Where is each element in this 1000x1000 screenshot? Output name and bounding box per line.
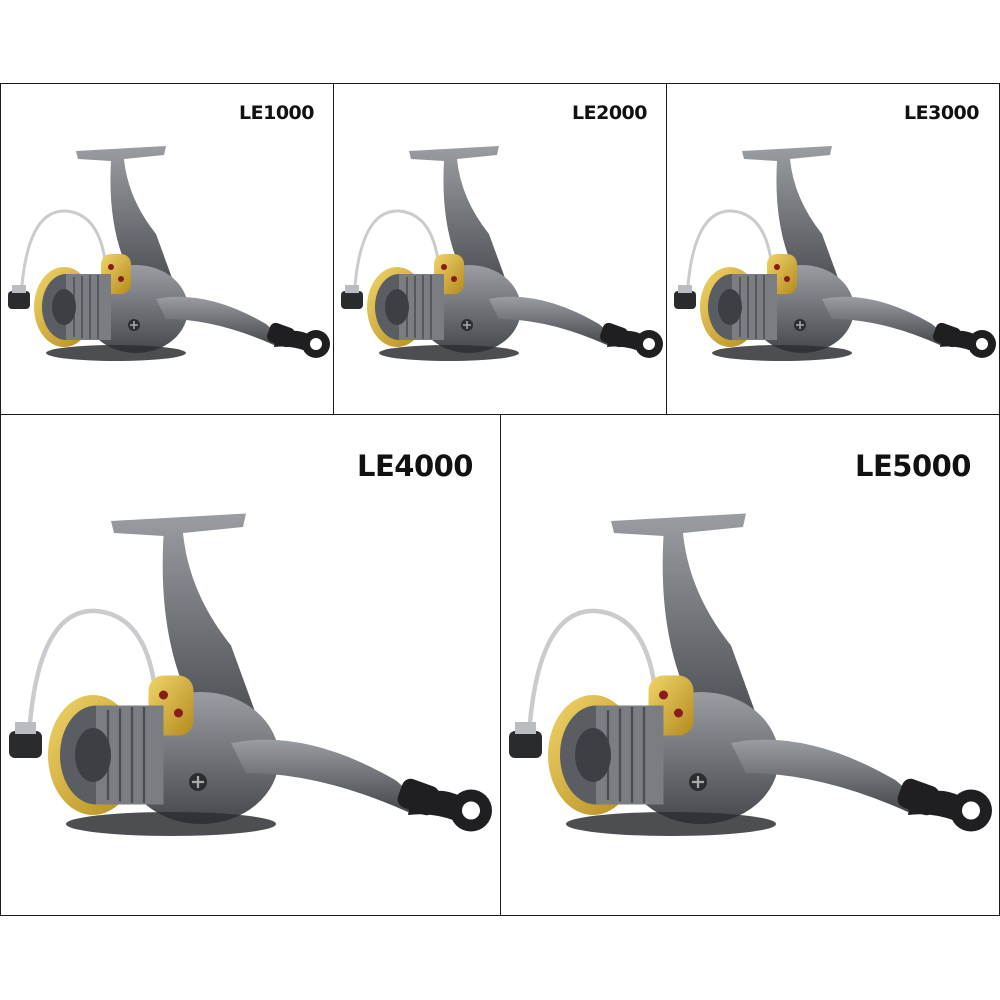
product-grid: LE1000 LE2000 LE3000 LE4000 LE5000	[0, 83, 1000, 916]
model-label: LE2000	[572, 102, 647, 124]
model-label: LE3000	[904, 102, 979, 124]
product-cell-le5000: LE5000	[500, 414, 1000, 916]
model-label: LE5000	[854, 449, 972, 483]
spinning-reel-image	[6, 503, 501, 908]
model-label: LE1000	[239, 102, 314, 124]
product-cell-le3000: LE3000	[666, 83, 1000, 416]
model-label: LE4000	[356, 449, 474, 483]
product-cell-le4000: LE4000	[0, 414, 502, 916]
spinning-reel-image	[506, 503, 1000, 908]
spinning-reel-image	[672, 144, 998, 363]
product-cell-le1000: LE1000	[0, 83, 335, 416]
product-cell-le2000: LE2000	[333, 83, 668, 416]
spinning-reel-image	[339, 144, 665, 363]
spinning-reel-image	[6, 144, 332, 363]
